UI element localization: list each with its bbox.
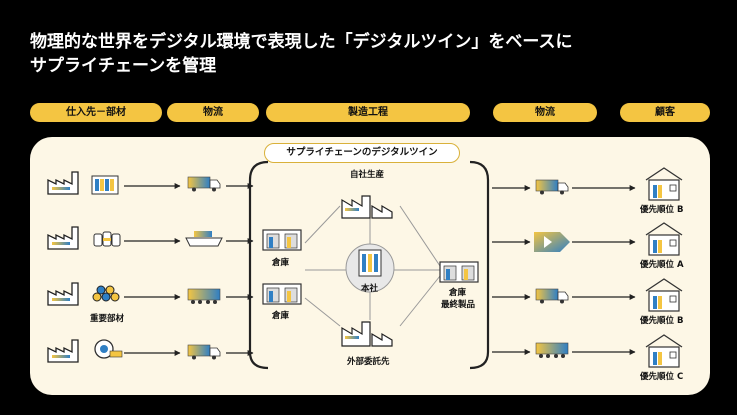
own-production-label: 自社生産	[350, 170, 385, 180]
stage-manufacturing: 製造工程	[266, 103, 470, 122]
customer-house-icon	[645, 278, 683, 312]
headquarters-icon	[345, 243, 395, 293]
stage-logistics-inbound: 物流	[167, 103, 259, 122]
customer-house-icon	[645, 167, 683, 201]
truck-icon	[535, 288, 569, 304]
final-warehouse-label: 倉庫	[449, 288, 467, 298]
final-warehouse-icon	[439, 261, 479, 283]
parts-containers-icon	[93, 231, 121, 247]
truck-icon	[535, 179, 569, 195]
warehouse-icon	[262, 283, 302, 305]
supplier-factory-3	[47, 282, 79, 306]
final-product-label: 最終製品	[441, 300, 476, 310]
customer-house-icon	[645, 222, 683, 256]
outsourced-label: 外部委託先	[347, 357, 390, 367]
parts-batteries-icon	[91, 175, 119, 195]
stage-customer: 顧客	[620, 103, 710, 122]
customer-priority-label: 優先順位 C	[640, 372, 684, 382]
key-parts-label: 重要部材	[90, 314, 125, 324]
title-line-2: サプライチェーンを管理	[30, 56, 217, 76]
airplane-icon	[534, 232, 570, 252]
customer-priority-label: 優先順位 B	[640, 316, 684, 326]
warehouse-label-1: 倉庫	[272, 258, 290, 268]
ship-icon	[185, 231, 223, 247]
digital-twin-label: サプライチェーンのデジタルツイン	[264, 143, 460, 163]
warehouse-label-2: 倉庫	[272, 311, 290, 321]
page-title: 物理的な世界をデジタル環境で表現した「デジタルツイン」をベースに サプライチェー…	[30, 30, 710, 78]
warehouse-icon	[262, 229, 302, 251]
truck-icon	[187, 176, 221, 192]
bracket-left	[248, 160, 269, 370]
stage-logistics-outbound: 物流	[493, 103, 597, 122]
bracket-right	[469, 160, 490, 370]
freight-train-icon	[187, 288, 221, 304]
supplier-factory-4	[47, 339, 79, 363]
truck-icon	[187, 344, 221, 360]
own-production-factory-icon	[341, 195, 393, 219]
outsourced-factory-icon	[341, 321, 393, 347]
stage-supplier: 仕入先－部材	[30, 103, 162, 122]
parts-tape-roll-icon	[94, 339, 123, 359]
supplier-factory-2	[47, 226, 79, 250]
customer-house-icon	[645, 334, 683, 368]
headquarters-label: 本社	[361, 284, 379, 294]
supplier-factory-1	[47, 171, 79, 195]
key-parts-coils-icon	[92, 285, 120, 302]
customer-priority-label: 優先順位 B	[640, 205, 684, 215]
customer-priority-label: 優先順位 A	[640, 260, 684, 270]
freight-train-icon	[535, 342, 569, 358]
title-line-1: 物理的な世界をデジタル環境で表現した「デジタルツイン」をベースに	[30, 32, 573, 52]
